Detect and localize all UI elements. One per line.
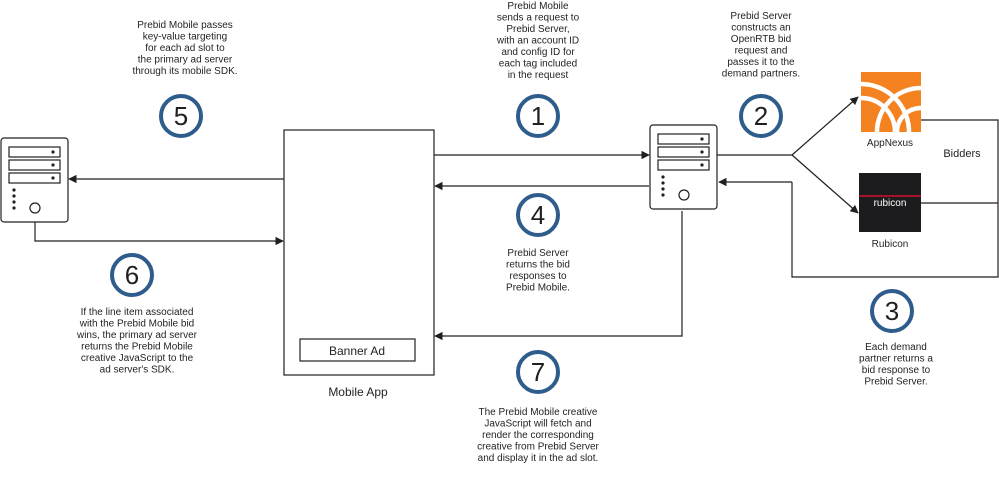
prebid-server-icon: [649, 124, 718, 210]
svg-text:2: 2: [754, 101, 768, 131]
arrow-step-7: [434, 211, 683, 341]
text-line: If the line item associated: [81, 307, 194, 318]
text-line: through its mobile SDK.: [132, 66, 237, 77]
connectors: [34, 96, 999, 341]
text-line: returns the bid: [506, 260, 570, 271]
svg-text:3: 3: [885, 296, 899, 326]
arrow-to-rubicon: [791, 154, 859, 214]
text-line: bid response to: [862, 365, 931, 376]
text-line: with the Prebid Mobile bid: [79, 319, 195, 330]
text-line: and config ID for: [501, 47, 575, 58]
svg-text:7: 7: [531, 357, 545, 387]
bidders-label: Bidders: [943, 148, 981, 160]
svg-text:4: 4: [531, 200, 545, 230]
appnexus-logo-icon: [860, 72, 922, 133]
text-line: key-value targeting: [143, 32, 228, 43]
text-line: passes it to the: [727, 57, 795, 68]
text-line: sends a request to: [497, 13, 580, 24]
banner-ad-slot: [299, 338, 416, 362]
text-line: with an account ID: [496, 36, 579, 47]
rubicon-logo-icon: rubicon: [859, 173, 921, 232]
banner-ad-label: Banner Ad: [329, 344, 385, 358]
text-line: demand partners.: [722, 69, 800, 80]
text-line: and display it in the ad slot.: [478, 453, 599, 464]
arrow-step-6: [34, 222, 284, 246]
text-line: creative from Prebid Server: [477, 442, 599, 453]
step-3-badge: 3: [870, 289, 914, 333]
svg-text:5: 5: [174, 101, 188, 131]
step-6-badge: 6: [110, 253, 154, 297]
text-line: Prebid Server,: [506, 24, 569, 35]
svg-text:6: 6: [125, 260, 139, 290]
text-line: ad server's SDK.: [100, 365, 175, 376]
rubicon-logo-text: rubicon: [874, 198, 907, 209]
step-5-badge: 5: [159, 94, 203, 138]
text-line: for each ad slot to: [145, 43, 225, 54]
svg-text:1: 1: [531, 101, 545, 131]
step-1-badge: 1: [516, 94, 560, 138]
text-line: The Prebid Mobile creative: [479, 407, 598, 418]
text-line: Prebid Mobile: [507, 1, 569, 12]
ad-server-icon: [0, 137, 69, 223]
text-line: Each demand: [865, 342, 927, 353]
text-line: in the request: [508, 70, 569, 81]
text-line: returns the Prebid Mobile: [81, 342, 193, 353]
mobile-app-frame: [283, 129, 435, 376]
text-line: Prebid Mobile passes: [137, 20, 233, 31]
text-line: Prebid Server: [507, 248, 569, 259]
text-line: Prebid Mobile.: [506, 283, 570, 294]
text-line: render the corresponding: [482, 430, 594, 441]
text-line: Prebid Server: [730, 11, 792, 22]
rubicon-label: Rubicon: [872, 239, 909, 250]
mobile-app-label: Mobile App: [328, 385, 388, 399]
step-4-badge: 4: [516, 193, 560, 237]
arrow-to-appnexus: [791, 96, 859, 156]
text-line: wins, the primary ad server: [76, 330, 198, 341]
text-line: OpenRTB bid: [731, 34, 791, 45]
text-line: each tag included: [499, 59, 577, 70]
text-line: partner returns a: [859, 354, 933, 365]
text-line: the primary ad server: [138, 55, 233, 66]
text-line: responses to: [509, 271, 567, 282]
text-line: creative JavaScript to the: [81, 353, 194, 364]
step-2-badge: 2: [739, 94, 783, 138]
text-line: constructs an: [731, 23, 790, 34]
text-line: JavaScript will fetch and: [484, 419, 591, 430]
appnexus-label: AppNexus: [867, 138, 913, 149]
text-line: Prebid Server.: [864, 377, 927, 388]
text-line: request and: [735, 46, 788, 57]
step-7-badge: 7: [516, 350, 560, 394]
